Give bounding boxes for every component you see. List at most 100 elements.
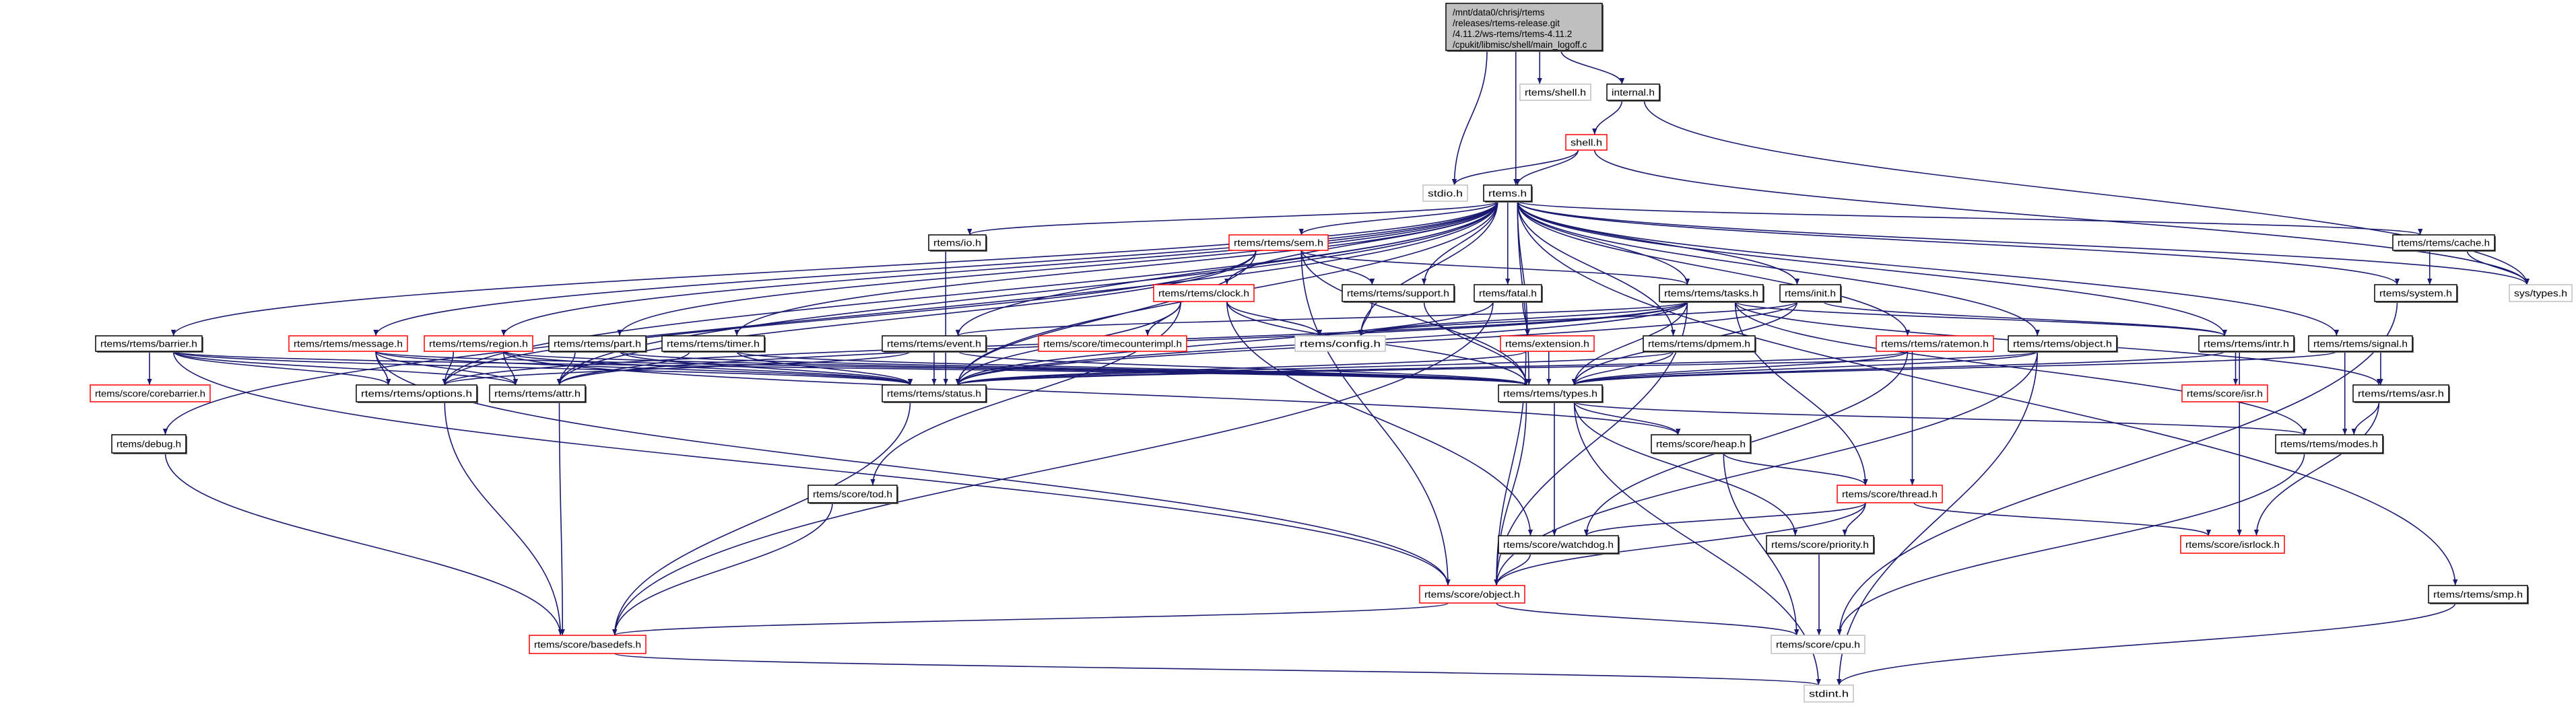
node-event[interactable]: rtems/rtems/event.h xyxy=(882,335,987,353)
node-heap[interactable]: rtems/score/heap.h xyxy=(1651,434,1752,454)
edge-rtems-to-object xyxy=(1517,201,2040,337)
edge-rtems-to-sem xyxy=(1298,201,1498,236)
node-box xyxy=(1500,335,1595,352)
node-box xyxy=(1153,284,1255,302)
node-label-line: /cpukit/libmisc/shell/main_logoff.c xyxy=(1453,40,1587,50)
node-isr[interactable]: rtems/score/isr.h xyxy=(2181,384,2268,402)
node-box xyxy=(1766,535,1874,554)
node-object[interactable]: rtems/rtems/object.h xyxy=(2008,335,2118,353)
node-shell_pub: rtems/shell.h xyxy=(1519,83,1591,101)
node-corebarrier[interactable]: rtems/score/corebarrier.h xyxy=(90,384,211,402)
node-thread[interactable]: rtems/score/thread.h xyxy=(1837,485,1943,503)
node-label: rtems/score/timecounterimpl.h xyxy=(1043,339,1182,349)
node-box xyxy=(2352,384,2449,402)
node-shell[interactable]: shell.h xyxy=(1565,134,1608,151)
node-attr[interactable]: rtems/rtems/attr.h xyxy=(489,384,587,403)
node-label: rtems/rtems/cache.h xyxy=(2398,238,2490,248)
edge-system-to-cpu xyxy=(1837,301,2398,636)
node-clock[interactable]: rtems/rtems/clock.h xyxy=(1153,284,1255,302)
node-cache[interactable]: rtems/rtems/cache.h xyxy=(2392,234,2496,252)
node-isrlock[interactable]: rtems/score/isrlock.h xyxy=(2180,535,2285,554)
node-sobject[interactable]: rtems/score/object.h xyxy=(1419,585,1525,604)
node-box xyxy=(1498,535,1619,554)
node-label: rtems/score/corebarrier.h xyxy=(95,389,205,399)
node-options[interactable]: rtems/rtems/options.h xyxy=(356,384,478,403)
node-watchdog[interactable]: rtems/score/watchdog.h xyxy=(1498,535,1620,555)
node-label: stdio.h xyxy=(1428,188,1463,199)
node-label: rtems/rtems/attr.h xyxy=(494,389,581,399)
node-stdio: stdio.h xyxy=(1422,184,1468,202)
edge-types-to-heap xyxy=(1573,401,1681,435)
edge-barrier-to-status xyxy=(172,351,913,386)
edge-internal-to-shell xyxy=(1592,100,1623,135)
node-label: rtems/rtems/modes.h xyxy=(2280,439,2378,450)
node-part[interactable]: rtems/rtems/part.h xyxy=(548,335,647,353)
edge-tasks-to-modes xyxy=(1734,301,2307,435)
edge-tasks-to-intr xyxy=(1734,301,2227,337)
node-box xyxy=(1659,284,1764,302)
node-box xyxy=(1651,434,1751,454)
node-message[interactable]: rtems/rtems/message.h xyxy=(288,335,408,352)
node-dpmem[interactable]: rtems/rtems/dpmem.h xyxy=(1643,335,1756,353)
node-internal[interactable]: internal.h xyxy=(1606,83,1661,102)
edge-rtems-to-io xyxy=(967,201,1498,236)
node-init[interactable]: rtems/init.h xyxy=(1779,284,1842,303)
edge-rtems-to-cache xyxy=(1517,201,2422,236)
edge-barrier-to-options xyxy=(172,351,391,386)
node-tod[interactable]: rtems/score/tod.h xyxy=(807,485,898,504)
node-box xyxy=(424,335,533,352)
node-box xyxy=(90,384,211,402)
node-intr[interactable]: rtems/rtems/intr.h xyxy=(2198,335,2295,353)
edge-sobject-to-cpu xyxy=(1496,602,1799,636)
node-region[interactable]: rtems/rtems/region.h xyxy=(424,335,533,352)
node-priority[interactable]: rtems/score/priority.h xyxy=(1766,535,1875,555)
node-basedefs[interactable]: rtems/score/basedefs.h xyxy=(529,635,647,654)
node-io[interactable]: rtems/io.h xyxy=(928,234,987,252)
node-cpu: rtems/score/cpu.h xyxy=(1771,635,1865,654)
node-barrier[interactable]: rtems/rtems/barrier.h xyxy=(95,335,203,353)
node-label: rtems/shell.h xyxy=(1525,87,1586,98)
node-system[interactable]: rtems/system.h xyxy=(2374,284,2458,303)
node-smp[interactable]: rtems/rtems/smp.h xyxy=(2428,585,2529,604)
node-label: rtems/rtems/event.h xyxy=(887,339,981,349)
edge-message-to-attr xyxy=(375,351,519,386)
node-sem[interactable]: rtems/rtems/sem.h xyxy=(1228,234,1329,251)
edge-shell-to-rtems xyxy=(1515,149,1579,186)
edge-heap-to-cpu xyxy=(1723,452,1799,636)
node-modes[interactable]: rtems/rtems/modes.h xyxy=(2275,434,2384,454)
node-label: rtems/score/priority.h xyxy=(1771,540,1869,550)
edge-basedefs-to-stdint xyxy=(614,653,1821,686)
edge-clock-to-timecounter xyxy=(1145,301,1182,337)
node-label: rtems/rtems/timer.h xyxy=(667,339,760,349)
node-asr[interactable]: rtems/rtems/asr.h xyxy=(2352,384,2450,403)
node-status[interactable]: rtems/rtems/status.h xyxy=(882,384,987,403)
node-box xyxy=(928,234,987,251)
node-types[interactable]: rtems/rtems/types.h xyxy=(1498,384,1604,403)
node-tasks[interactable]: rtems/rtems/tasks.h xyxy=(1659,284,1764,303)
edge-rtems-to-ratemon xyxy=(1517,201,1911,337)
node-extension[interactable]: rtems/extension.h xyxy=(1500,335,1595,352)
node-fatal[interactable]: rtems/fatal.h xyxy=(1474,284,1543,303)
node-label: rtems/rtems/asr.h xyxy=(2358,389,2444,399)
node-box xyxy=(1483,184,1532,202)
node-signal[interactable]: rtems/rtems/signal.h xyxy=(2308,335,2414,353)
node-support[interactable]: rtems/rtems/support.h xyxy=(1342,284,1455,303)
node-box xyxy=(2428,585,2528,604)
node-timecounter[interactable]: rtems/score/timecounterimpl.h xyxy=(1038,335,1187,352)
node-ratemon[interactable]: rtems/rtems/ratemon.h xyxy=(1876,335,1994,352)
node-box xyxy=(2180,535,2285,554)
node-label: rtems/system.h xyxy=(2379,289,2452,299)
node-label: rtems/score/watchdog.h xyxy=(1503,540,1614,550)
node-box xyxy=(807,485,898,503)
node-box xyxy=(882,384,987,402)
node-timer[interactable]: rtems/rtems/timer.h xyxy=(661,335,766,353)
edge-timer-to-status xyxy=(736,351,913,386)
node-box xyxy=(1474,284,1542,302)
edge-attr-to-basedefs xyxy=(558,401,565,636)
edge-event-to-options xyxy=(442,351,911,386)
node-rtems[interactable]: rtems.h xyxy=(1483,184,1533,203)
node-main[interactable]: /mnt/data0/chrisj/rtems/releases/rtems-r… xyxy=(1445,3,1604,52)
edge-barrier-to-attr xyxy=(172,351,518,386)
node-label-line: /4.11.2/ws-rtems/rtems-4.11.2 xyxy=(1453,29,1572,39)
node-debug[interactable]: rtems/debug.h xyxy=(111,434,187,454)
